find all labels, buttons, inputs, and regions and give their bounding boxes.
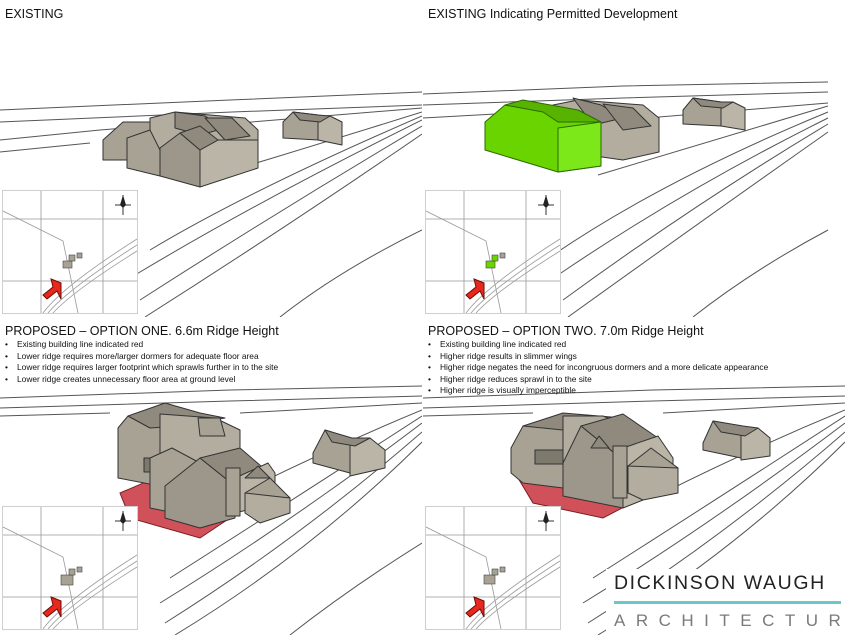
- logo-line-2: ARCHITECTURE: [614, 611, 845, 630]
- site-location-arrow-icon: [42, 278, 62, 300]
- existing-house-main: [102, 111, 259, 188]
- option-two-house-small: [702, 420, 771, 461]
- north-arrow-icon: [115, 511, 131, 531]
- site-plan-inset-existing: [2, 190, 138, 314]
- north-arrow-icon: [115, 195, 131, 215]
- panel-title-permitted: EXISTING Indicating Permitted Developmen…: [428, 7, 678, 21]
- panel-permitted: EXISTING Indicating Permitted Developmen…: [423, 0, 845, 317]
- site-plan-inset-option-two: [425, 506, 561, 630]
- panel-option-two: PROPOSED – OPTION TWO. 7.0m Ridge Height…: [423, 318, 845, 635]
- option-one-house: [117, 402, 291, 529]
- list-item: Higher ridge is visually imperceptible: [423, 385, 768, 397]
- option-one-notes: Existing building line indicated red Low…: [0, 339, 278, 385]
- north-arrow-icon: [538, 511, 554, 531]
- logo-line-1: DICKINSON WAUGH: [614, 572, 826, 594]
- option-two-house: [510, 412, 679, 509]
- panel-existing: EXISTING: [0, 0, 422, 317]
- logo-accent-bar: [614, 601, 841, 604]
- list-item: Existing building line indicated red: [423, 339, 768, 351]
- list-item: Lower ridge creates unnecessary floor ar…: [0, 374, 278, 386]
- list-item: Lower ridge requires larger footprint wh…: [0, 362, 278, 374]
- permitted-3d-view: [423, 81, 829, 317]
- list-item: Existing building line indicated red: [0, 339, 278, 351]
- option-one-3d-view: [0, 385, 422, 635]
- existing-3d-view: [0, 91, 422, 317]
- site-plan-inset-permitted: [425, 190, 561, 314]
- site-location-arrow-icon: [42, 596, 62, 618]
- option-two-3d-view: [423, 385, 845, 635]
- option-two-notes: Existing building line indicated red Hig…: [423, 339, 768, 397]
- list-item: Lower ridge requires more/larger dormers…: [0, 351, 278, 363]
- existing-house-small: [282, 111, 343, 146]
- north-arrow-icon: [538, 195, 554, 215]
- panel-title-option-one: PROPOSED – OPTION ONE. 6.6m Ridge Height: [5, 324, 279, 338]
- option-one-house-small: [312, 429, 386, 477]
- panel-title-option-two: PROPOSED – OPTION TWO. 7.0m Ridge Height: [428, 324, 704, 338]
- site-location-arrow-icon: [465, 278, 485, 300]
- permitted-house-small: [682, 97, 746, 131]
- dickinson-waugh-logo: DICKINSON WAUGH ARCHITECTURE: [606, 569, 845, 635]
- list-item: Higher ridge negates the need for incong…: [423, 362, 768, 374]
- permitted-development-extension: [484, 99, 602, 173]
- site-plan-inset-option-one: [2, 506, 138, 630]
- list-item: Higher ridge results in slimmer wings: [423, 351, 768, 363]
- panel-title-existing: EXISTING: [5, 7, 64, 21]
- site-location-arrow-icon: [465, 596, 485, 618]
- panel-option-one: PROPOSED – OPTION ONE. 6.6m Ridge Height…: [0, 318, 422, 635]
- list-item: Higher ridge reduces sprawl in to the si…: [423, 374, 768, 386]
